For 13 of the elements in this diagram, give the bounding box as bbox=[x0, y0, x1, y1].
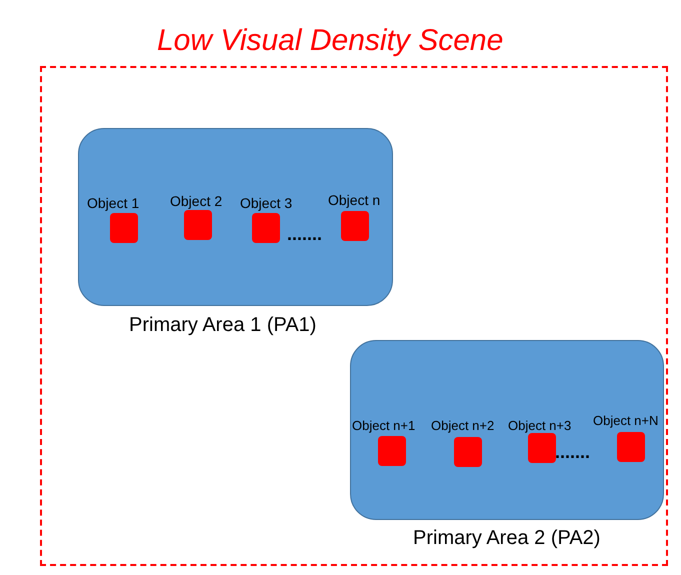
object-label: Object n+1 bbox=[352, 418, 416, 433]
area-label: Primary Area 1 (PA1) bbox=[129, 314, 316, 337]
object-label: Object n+N bbox=[593, 413, 658, 428]
scene-title: Low Visual Density Scene bbox=[157, 24, 504, 58]
object-label: Object n+2 bbox=[431, 418, 494, 433]
area-label: Primary Area 2 (PA2) bbox=[413, 527, 600, 550]
object-label: Object n bbox=[328, 192, 380, 208]
ellipsis-dots: ....... bbox=[555, 442, 590, 463]
object-label: Object 2 bbox=[170, 193, 222, 209]
ellipsis-dots: ....... bbox=[287, 224, 322, 245]
object-label: Object n+3 bbox=[508, 418, 572, 433]
object-label: Object 1 bbox=[87, 195, 140, 211]
object-label: Object 3 bbox=[240, 195, 292, 211]
